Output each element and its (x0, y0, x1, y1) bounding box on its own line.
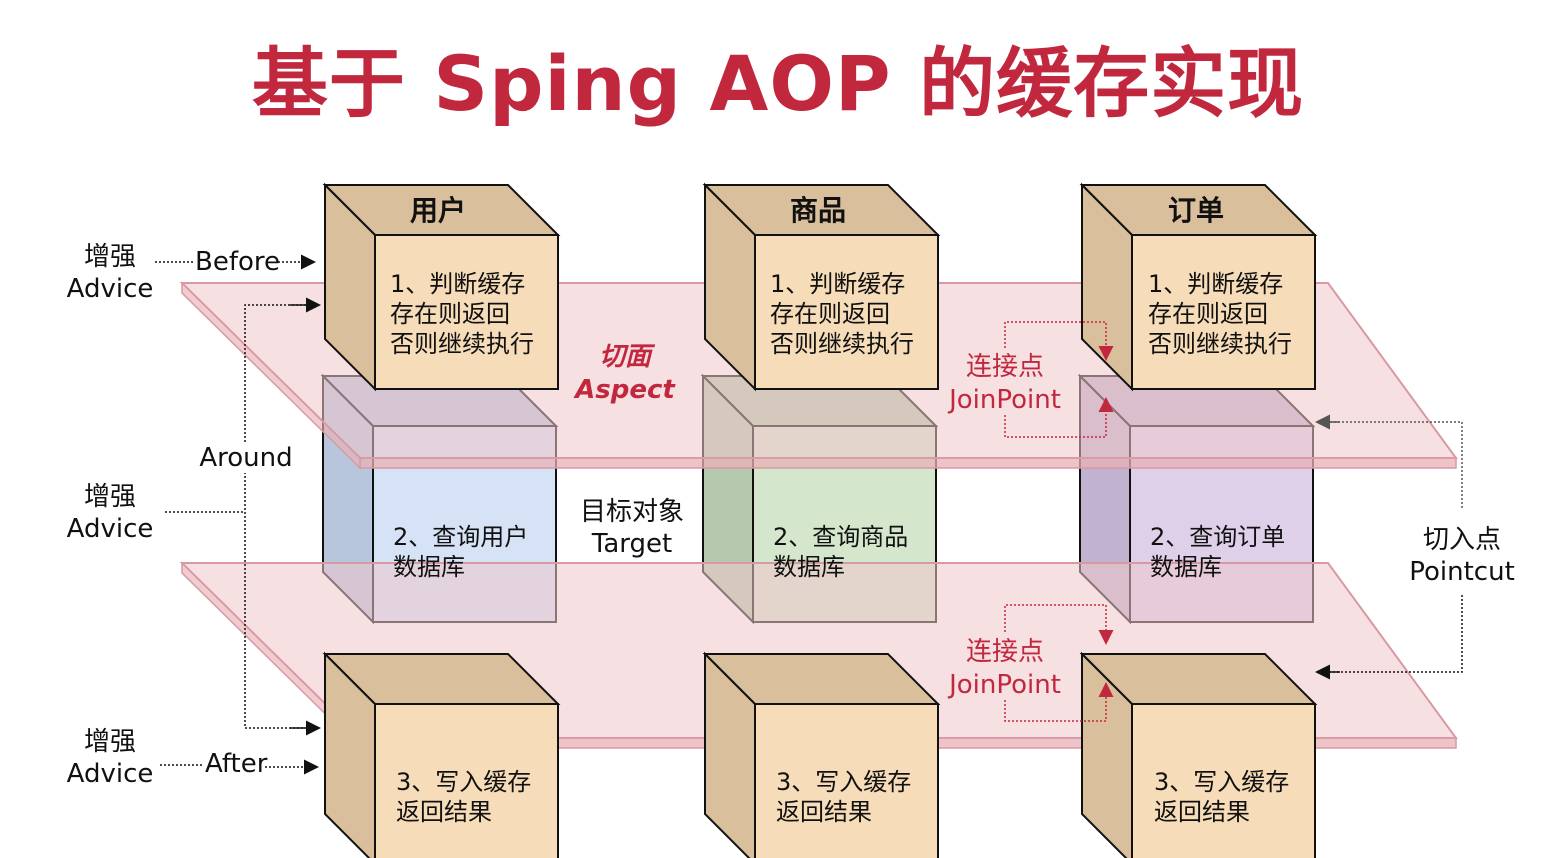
joinpoint-bottom-arrow-up (1004, 682, 1114, 722)
svg-text:存在则返回: 存在则返回 (770, 300, 890, 328)
svg-text:否则继续执行: 否则继续执行 (1148, 330, 1292, 358)
order-cache-check-cube (1079, 182, 1318, 392)
order-mid-text: 2、查询订单 数据库 (1150, 523, 1285, 581)
svg-text:增强: 增强 (84, 242, 136, 272)
svg-text:存在则返回: 存在则返回 (1148, 300, 1268, 328)
svg-text:1、判断缓存: 1、判断缓存 (1148, 270, 1283, 298)
advice-label-top: 增强 Advice (67, 242, 154, 304)
svg-text:Aspect: Aspect (573, 375, 676, 405)
joinpoint-label-top: 连接点 JoinPoint (947, 352, 1061, 415)
product-cache-write-cube (702, 651, 941, 858)
svg-text:2、查询用户: 2、查询用户 (393, 523, 528, 551)
around-bracket (244, 304, 318, 729)
svg-text:连接点: 连接点 (966, 637, 1044, 667)
svg-text:存在则返回: 存在则返回 (390, 300, 510, 328)
svg-text:3、写入缓存: 3、写入缓存 (1154, 768, 1289, 796)
joinpoint-top-arrow-down (1004, 321, 1114, 361)
svg-text:目标对象: 目标对象 (580, 497, 684, 527)
column-header-user: 用户 (410, 194, 466, 227)
svg-text:JoinPoint: JoinPoint (947, 385, 1061, 415)
page-title: 基于 Sping AOP 的缓存实现 (251, 39, 1305, 128)
around-label-bg (203, 443, 289, 473)
user-cache-check-cube (322, 182, 561, 392)
svg-text:增强: 增强 (84, 727, 136, 757)
product-mid-text: 2、查询商品 数据库 (773, 523, 908, 581)
svg-text:Advice: Advice (67, 274, 154, 304)
svg-text:Pointcut: Pointcut (1409, 557, 1515, 587)
svg-text:1、判断缓存: 1、判断缓存 (390, 270, 525, 298)
svg-text:数据库: 数据库 (393, 553, 465, 581)
joinpoint-bottom-arrow-down (1004, 604, 1114, 645)
target-label-bg (572, 492, 692, 560)
svg-text:数据库: 数据库 (1150, 553, 1222, 581)
svg-text:返回结果: 返回结果 (1154, 798, 1250, 826)
advice-label-mid: 增强 Advice (67, 482, 154, 544)
svg-text:返回结果: 返回结果 (396, 798, 492, 826)
joinpoint-top-arrow-up (1004, 397, 1114, 438)
user-bottom-text: 3、写入缓存 返回结果 (396, 768, 531, 826)
svg-text:JoinPoint: JoinPoint (947, 670, 1061, 700)
before-label: Before (195, 247, 280, 277)
svg-text:2、查询商品: 2、查询商品 (773, 523, 908, 551)
advice-label-bottom: 增强 Advice (67, 727, 154, 789)
svg-text:3、写入缓存: 3、写入缓存 (396, 768, 531, 796)
target-label: 目标对象 Target (580, 497, 684, 559)
column-header-product: 商品 (790, 194, 846, 227)
user-top-text: 1、判断缓存 存在则返回 否则继续执行 (390, 270, 534, 358)
column-header-order: 订单 (1168, 194, 1224, 227)
product-bottom-text: 3、写入缓存 返回结果 (776, 768, 911, 826)
product-top-text: 1、判断缓存 存在则返回 否则继续执行 (770, 270, 914, 358)
order-top-text: 1、判断缓存 存在则返回 否则继续执行 (1148, 270, 1292, 358)
svg-text:Target: Target (591, 529, 672, 559)
joinpoint-label-bottom: 连接点 JoinPoint (947, 637, 1061, 700)
order-bottom-text: 3、写入缓存 返回结果 (1154, 768, 1289, 826)
svg-text:返回结果: 返回结果 (776, 798, 872, 826)
around-label: Around (199, 443, 292, 473)
svg-text:否则继续执行: 否则继续执行 (390, 330, 534, 358)
svg-text:数据库: 数据库 (773, 553, 845, 581)
svg-text:3、写入缓存: 3、写入缓存 (776, 768, 911, 796)
svg-text:1、判断缓存: 1、判断缓存 (770, 270, 905, 298)
svg-text:连接点: 连接点 (966, 352, 1044, 382)
svg-text:否则继续执行: 否则继续执行 (770, 330, 914, 358)
svg-text:Advice: Advice (67, 514, 154, 544)
user-mid-text: 2、查询用户 数据库 (393, 523, 528, 581)
pointcut-line-top (1318, 421, 1463, 510)
order-cache-write-cube (1079, 651, 1318, 858)
svg-text:切面: 切面 (599, 342, 656, 372)
pointcut-label: 切入点 Pointcut (1409, 525, 1515, 587)
user-cache-write-cube (322, 651, 561, 858)
product-cache-check-cube (702, 182, 941, 392)
aspect-label: 切面 Aspect (573, 342, 676, 405)
svg-text:Advice: Advice (67, 759, 154, 789)
after-label: After (205, 749, 268, 779)
svg-text:切入点: 切入点 (1423, 525, 1501, 555)
svg-text:增强: 增强 (84, 482, 136, 512)
svg-text:2、查询订单: 2、查询订单 (1150, 523, 1285, 551)
pointcut-line-bottom (1318, 595, 1463, 673)
